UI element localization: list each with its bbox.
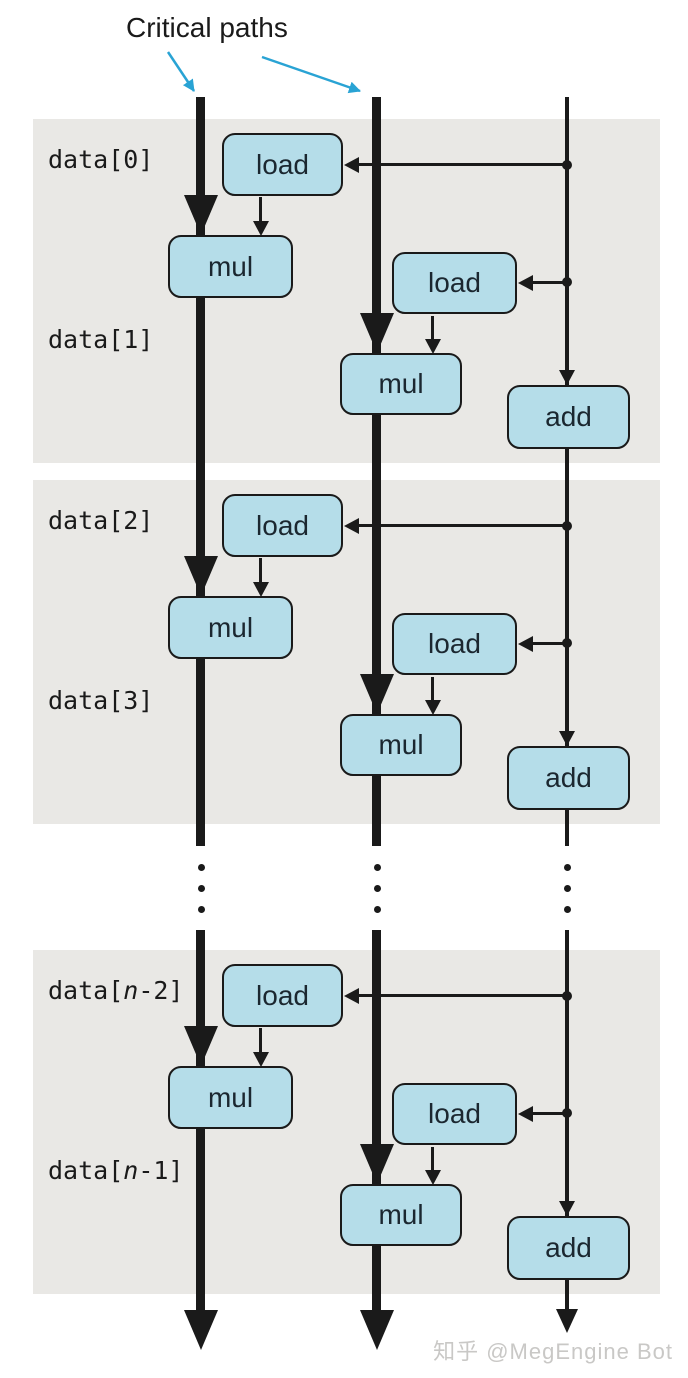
- callout-arrow-right-icon: [261, 55, 361, 94]
- arrowhead-icon: [344, 518, 359, 534]
- arrowhead-icon: [344, 988, 359, 1004]
- critical-path-line-2-upper: [372, 97, 381, 846]
- junction-dot: [562, 277, 572, 287]
- accumulator-line-upper: [565, 97, 569, 846]
- arrowhead-icon: [518, 636, 533, 652]
- critical-path-arrowhead-icon: [360, 1144, 394, 1184]
- row-label-data-n-2: data[n-2]: [48, 976, 184, 1005]
- op-node-load: load: [222, 494, 343, 557]
- arrow-load-to-mul: [259, 1028, 262, 1054]
- ellipsis-dot: [564, 864, 571, 871]
- arrowhead-icon: [425, 339, 441, 354]
- watermark: 知乎 @MegEngine Bot: [433, 1339, 673, 1364]
- arrowhead-icon: [559, 370, 575, 385]
- arrow-load-to-mul: [431, 677, 434, 702]
- arrowhead-icon: [425, 1170, 441, 1185]
- op-node-load: load: [392, 613, 517, 675]
- op-node-mul: mul: [340, 714, 462, 776]
- row-label-data-0: data[0]: [48, 145, 154, 174]
- ellipsis-dot: [564, 885, 571, 892]
- op-node-load: load: [392, 1083, 517, 1145]
- op-node-add: add: [507, 1216, 630, 1280]
- ellipsis-dot: [198, 885, 205, 892]
- arrow-pointer-to-load: [357, 163, 567, 166]
- op-node-mul: mul: [168, 596, 293, 659]
- critical-path-arrowhead-icon: [184, 1026, 218, 1066]
- ellipsis-dot: [198, 864, 205, 871]
- arrow-load-to-mul: [431, 1147, 434, 1172]
- op-node-load: load: [392, 252, 517, 314]
- arrowhead-icon: [559, 1201, 575, 1216]
- arrow-pointer-to-load: [531, 1112, 567, 1115]
- op-node-add: add: [507, 746, 630, 810]
- op-node-mul: mul: [340, 353, 462, 415]
- op-node-load: load: [222, 964, 343, 1027]
- callout-arrow-left-icon: [166, 51, 196, 92]
- row-label-data-n-1: data[n-1]: [48, 1156, 184, 1185]
- ellipsis-dot: [198, 906, 205, 913]
- arrow-pointer-to-load: [357, 524, 567, 527]
- junction-dot: [562, 638, 572, 648]
- critical-path-arrowhead-icon: [184, 195, 218, 235]
- row-label-data-3: data[3]: [48, 686, 154, 715]
- row-label-data-2: data[2]: [48, 506, 154, 535]
- arrowhead-icon: [253, 221, 269, 236]
- iteration-block-1: data[2] data[3] load mul load mul add: [0, 480, 688, 824]
- row-label-data-1: data[1]: [48, 325, 154, 354]
- arrowhead-icon: [559, 731, 575, 746]
- junction-dot: [562, 160, 572, 170]
- arrowhead-icon: [344, 157, 359, 173]
- critical-path-line-1-upper: [196, 97, 205, 846]
- iteration-block-0: data[0] data[1] load mul load mul add: [0, 119, 688, 463]
- ellipsis-dot: [374, 885, 381, 892]
- accumulator-line-lower: [565, 930, 569, 1311]
- arrow-load-to-mul: [259, 558, 262, 584]
- ellipsis-dot: [564, 906, 571, 913]
- op-node-mul: mul: [168, 235, 293, 298]
- diagram-title: Critical paths: [126, 12, 288, 43]
- critical-path-arrowhead-icon: [360, 313, 394, 353]
- arrow-load-to-mul: [259, 197, 262, 223]
- arrow-pointer-to-load: [357, 994, 567, 997]
- junction-dot: [562, 991, 572, 1001]
- junction-dot: [562, 521, 572, 531]
- critical-path-line-2-lower: [372, 930, 381, 1315]
- arrowhead-icon: [518, 275, 533, 291]
- accumulator-end-arrowhead-icon: [556, 1309, 578, 1333]
- critical-path-arrowhead-icon: [184, 556, 218, 596]
- arrowhead-icon: [425, 700, 441, 715]
- iteration-block-2: data[n-2] data[n-1] load mul load mul ad…: [0, 950, 688, 1294]
- junction-dot: [562, 1108, 572, 1118]
- critical-path-arrowhead-icon: [360, 674, 394, 714]
- op-node-mul: mul: [168, 1066, 293, 1129]
- critical-path-2-end-arrowhead-icon: [360, 1310, 394, 1350]
- arrow-load-to-mul: [431, 316, 434, 341]
- ellipsis-dot: [374, 864, 381, 871]
- op-node-load: load: [222, 133, 343, 196]
- arrow-pointer-to-load: [531, 642, 567, 645]
- arrow-pointer-to-load: [531, 281, 567, 284]
- critical-path-1-end-arrowhead-icon: [184, 1310, 218, 1350]
- op-node-mul: mul: [340, 1184, 462, 1246]
- arrowhead-icon: [518, 1106, 533, 1122]
- ellipsis-dot: [374, 906, 381, 913]
- arrowhead-icon: [253, 582, 269, 597]
- op-node-add: add: [507, 385, 630, 449]
- callout-arrows-icon: [166, 51, 361, 94]
- arrowhead-icon: [253, 1052, 269, 1067]
